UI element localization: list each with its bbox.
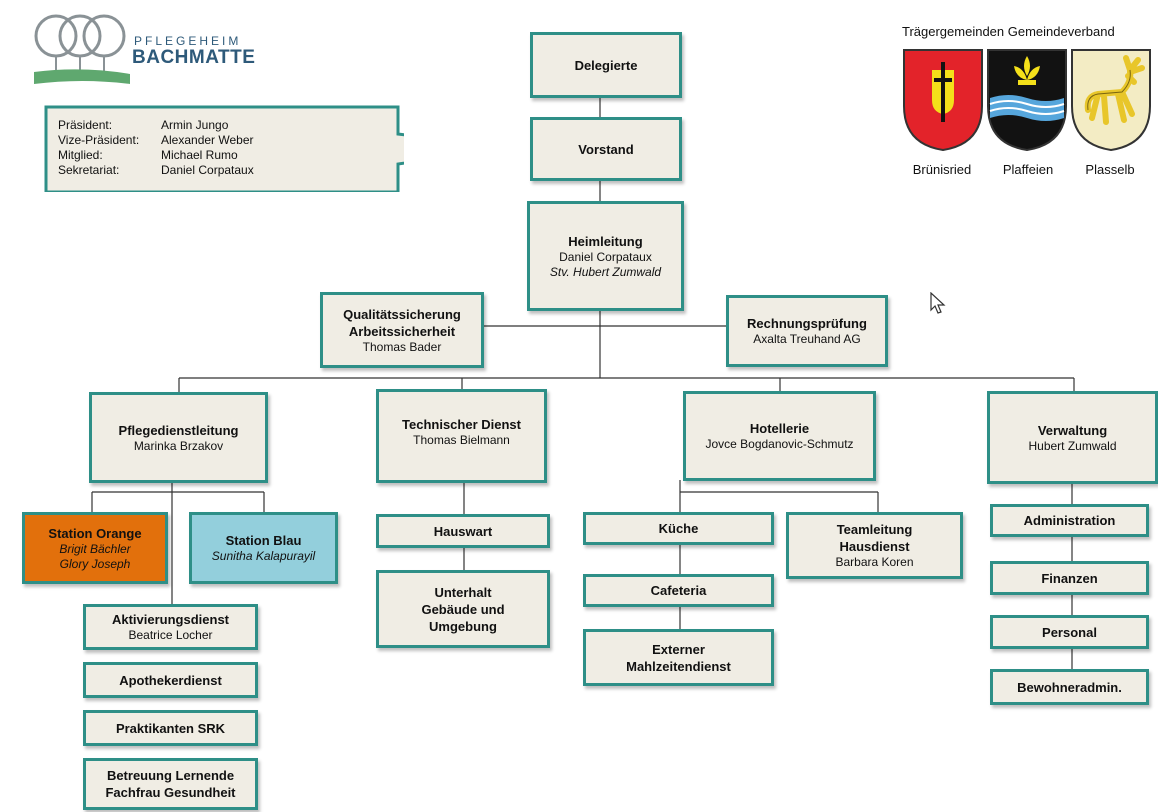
logo-line1: PFLEGEHEIM — [134, 34, 242, 48]
crests-title: Trägergemeinden Gemeindeverband — [902, 24, 1115, 39]
node-title: Aktivierungsdienst — [111, 612, 230, 627]
node-title: Praktikanten SRK — [115, 720, 226, 736]
node-title: Finanzen — [1041, 570, 1098, 586]
plaffeien-crest-icon — [987, 49, 1067, 152]
node-person: Beatrice Locher — [128, 628, 213, 642]
node-deputy: Stv. Hubert Zumwald — [549, 264, 662, 279]
node-bewohneradmin: Bewohneradmin. — [990, 669, 1149, 705]
logo: PFLEGEHEIM BACHMATTE — [32, 10, 262, 90]
board-members: Präsident: Armin Jungo Vize-Präsident: Ale… — [58, 118, 254, 178]
logo-line2: BACHMATTE — [132, 47, 256, 68]
node-person: Axalta Treuhand AG — [753, 332, 861, 346]
node-title: Heimleitung — [568, 233, 643, 249]
node-title: Rechnungsprüfung — [747, 316, 867, 331]
node-title: Bewohneradmin. — [1017, 679, 1122, 695]
node-apothekerdienst: Apothekerdienst — [83, 662, 258, 698]
node-administration: Administration — [990, 504, 1149, 537]
node-person: Thomas Bader — [362, 339, 442, 354]
node-finanzen: Finanzen — [990, 561, 1149, 595]
node-title: Personal — [1042, 624, 1097, 640]
node-title: Teamleitung — [836, 522, 913, 537]
node-kueche: Küche — [583, 512, 774, 545]
node-vorstand: Vorstand — [530, 117, 682, 181]
crest-name: Brünisried — [912, 162, 972, 177]
node-hotellerie: Hotellerie Jovce Bogdanovic-Schmutz — [683, 391, 876, 481]
node-station-blau: Station Blau Sunitha Kalapurayil — [189, 512, 338, 584]
crest-name: Plasselb — [1085, 162, 1135, 177]
node-person: Jovce Bogdanovic-Schmutz — [705, 437, 854, 451]
node-pflegedienstleitung: Pflegedienstleitung Marinka Brzakov — [89, 392, 268, 483]
node-title: Cafeteria — [650, 583, 707, 598]
board-role: Sekretariat: — [58, 163, 120, 177]
node-title: Externer — [652, 641, 705, 657]
node-person: Brigit Bächler — [59, 541, 131, 556]
crest-name: Plaffeien — [1002, 162, 1054, 177]
node-title: Pflegedienstleitung — [118, 422, 239, 438]
node-qualitaetssicherung: Qualitätssicherung Arbeitssicherheit Tho… — [320, 292, 484, 368]
node-title: Apothekerdienst — [119, 672, 222, 688]
node-rechnungspruefung: Rechnungsprüfung Axalta Treuhand AG — [726, 295, 888, 367]
board-callout — [44, 105, 404, 192]
node-title: Hausdienst — [839, 539, 910, 554]
node-person: Glory Joseph — [59, 556, 131, 571]
node-heimleitung: Heimleitung Daniel Corpataux Stv. Hubert… — [527, 201, 684, 311]
node-title: Arbeitssicherheit — [348, 323, 456, 339]
board-role: Vize-Präsident: — [58, 133, 140, 147]
node-externer-mahlzeitendienst: Externer Mahlzeitendienst — [583, 629, 774, 686]
node-title: Mahlzeitendienst — [626, 658, 731, 674]
board-name: Daniel Corpataux — [161, 163, 254, 177]
board-name: Alexander Weber — [161, 133, 254, 147]
node-title: Qualitätssicherung — [343, 306, 461, 322]
node-unterhalt: Unterhalt Gebäude und Umgebung — [376, 570, 550, 648]
node-praktikanten-srk: Praktikanten SRK — [83, 710, 258, 746]
node-title: Gebäude und — [421, 601, 505, 617]
node-aktivierungsdienst: Aktivierungsdienst Beatrice Locher — [83, 604, 258, 650]
node-title: Station Orange — [48, 525, 142, 541]
plasselb-crest-icon — [1071, 49, 1151, 152]
board-name: Armin Jungo — [161, 118, 229, 132]
node-title: Fachfrau Gesundheit — [105, 785, 236, 800]
node-title: Umgebung — [429, 618, 497, 634]
board-name: Michael Rumo — [161, 148, 238, 162]
board-role: Präsident: — [58, 118, 113, 132]
node-title: Küche — [658, 521, 699, 536]
node-station-orange: Station Orange Brigit Bächler Glory Jose… — [22, 512, 168, 584]
node-title: Administration — [1023, 513, 1116, 528]
node-hauswart: Hauswart — [376, 514, 550, 548]
node-title: Verwaltung — [1037, 422, 1108, 438]
node-betreuung-lernende: Betreuung Lernende Fachfrau Gesundheit — [83, 758, 258, 810]
node-title: Unterhalt — [434, 584, 492, 600]
node-title: Station Blau — [225, 533, 302, 548]
mouse-cursor-icon — [930, 292, 946, 314]
node-technischer-dienst: Technischer Dienst Thomas Bielmann — [376, 389, 547, 483]
node-personal: Personal — [990, 615, 1149, 649]
node-title: Hauswart — [433, 523, 493, 539]
node-title: Technischer Dienst — [402, 417, 521, 432]
node-person: Barbara Koren — [835, 555, 914, 569]
bruenisried-crest-icon — [903, 49, 983, 152]
node-cafeteria: Cafeteria — [583, 574, 774, 607]
node-person: Daniel Corpataux — [559, 249, 652, 264]
tree-logo-icon — [34, 14, 130, 84]
node-person: Sunitha Kalapurayil — [211, 549, 316, 563]
board-role: Mitglied: — [58, 148, 103, 162]
node-person: Thomas Bielmann — [413, 433, 510, 447]
node-title: Vorstand — [578, 141, 634, 157]
node-person: Marinka Brzakov — [133, 438, 224, 453]
node-delegierte: Delegierte — [530, 32, 682, 98]
node-person: Hubert Zumwald — [1028, 438, 1117, 453]
node-title: Delegierte — [574, 57, 638, 73]
node-title: Hotellerie — [749, 421, 810, 436]
node-title: Betreuung Lernende — [106, 768, 235, 783]
node-teamleitung-hausdienst: Teamleitung Hausdienst Barbara Koren — [786, 512, 963, 579]
node-verwaltung: Verwaltung Hubert Zumwald — [987, 391, 1158, 484]
